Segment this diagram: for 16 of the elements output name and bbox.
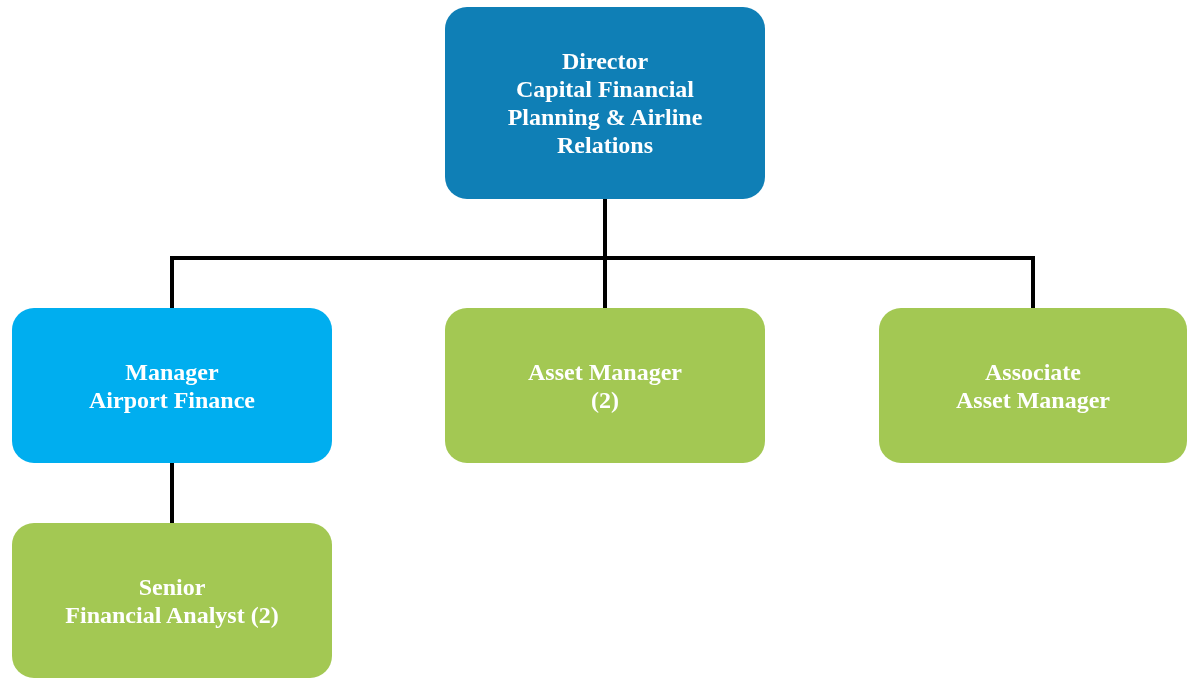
position-title: Capital Financial Planning & Airline Relations: [506, 75, 704, 159]
position-box: [445, 7, 765, 199]
position-box: [879, 308, 1187, 463]
position-title: Director: [561, 47, 649, 75]
position-title: Associate: [985, 357, 1081, 386]
position-title: Asset Manager: [956, 385, 1110, 414]
connector-line: [170, 463, 174, 523]
position-title: Financial Analyst (2): [65, 600, 279, 629]
position-title: Airport Finance: [89, 385, 255, 414]
connector-line: [603, 199, 1035, 308]
position-title: Asset Manager (2): [527, 357, 683, 414]
position-title: Senior: [138, 572, 206, 601]
position-box: [445, 308, 765, 463]
position-box: [12, 523, 332, 678]
position-box: [12, 308, 332, 463]
position-title: Manager: [125, 357, 219, 386]
